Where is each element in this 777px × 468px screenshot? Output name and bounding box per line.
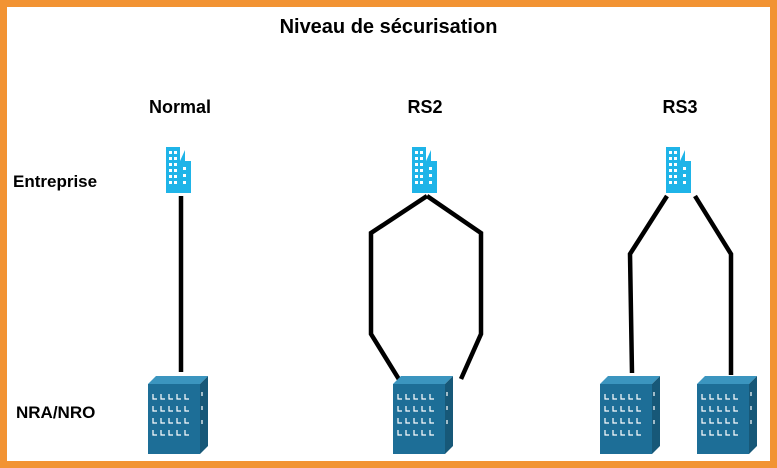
link-rs2-left (368, 194, 429, 383)
link-rs2-right (425, 194, 484, 380)
row-label-entreprise: Entreprise (13, 172, 98, 191)
office-building-icon (412, 147, 437, 193)
column-header-rs2: RS2 (407, 97, 443, 117)
column-header-normal: Normal (148, 97, 211, 117)
office-building-icon (166, 147, 191, 193)
link-rs3-right (693, 194, 734, 375)
data-center-icon (599, 375, 661, 455)
link-rs3-left (627, 194, 669, 374)
diagram-title: Niveau de sécurisation (279, 16, 498, 38)
office-building-icon (666, 147, 691, 193)
data-center-icon (147, 375, 209, 455)
column-header-rs3: RS3 (662, 97, 698, 117)
row-label-nra-nro: NRA/NRO (16, 403, 96, 422)
data-center-icon (696, 375, 758, 455)
data-center-icon (392, 375, 454, 455)
